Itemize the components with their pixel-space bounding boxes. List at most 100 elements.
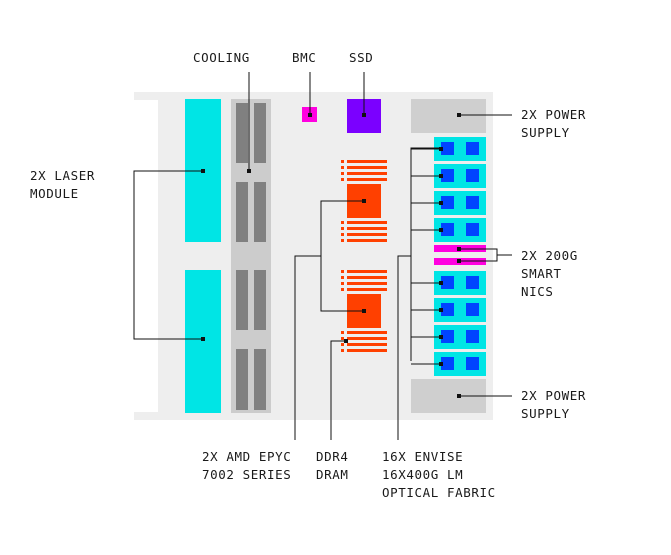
- envise-chip: [466, 223, 479, 236]
- leader-dot: [457, 247, 461, 251]
- leader-cpu-2: [320, 256, 364, 312]
- envise-chip: [441, 357, 454, 370]
- dram-stripe: [347, 227, 387, 230]
- dram-stripe-tick: [341, 221, 344, 224]
- envise-chip: [441, 142, 454, 155]
- fan: [236, 182, 248, 242]
- dram-stripe: [347, 239, 387, 242]
- leader-dot: [201, 169, 205, 173]
- leader-dot: [362, 113, 366, 117]
- fan: [254, 182, 266, 242]
- leader-dot: [439, 174, 443, 178]
- dram-stripe: [347, 349, 387, 352]
- label-cooling: COOLING: [193, 50, 250, 65]
- dram-stack-2: [341, 221, 387, 242]
- dram-stripe: [347, 160, 387, 163]
- fan: [254, 270, 266, 330]
- dram-stripe: [347, 288, 387, 291]
- dram-stripe: [347, 337, 387, 340]
- dram-stripe-tick: [341, 270, 344, 273]
- fan: [254, 103, 266, 163]
- cooling-fans: [236, 103, 266, 410]
- dram-stripe: [347, 343, 387, 346]
- envise-chip: [466, 357, 479, 370]
- dram-stack-4: [341, 331, 387, 352]
- leader-dots: [201, 113, 461, 398]
- leader-ddr: [330, 340, 346, 440]
- dram-stripe-tick: [341, 349, 344, 352]
- dram-stripe-tick: [341, 227, 344, 230]
- leader-dot: [439, 147, 443, 151]
- leader-dot: [439, 308, 443, 312]
- leader-dot: [344, 339, 348, 343]
- laser-module-bottom: [185, 270, 221, 413]
- envise-chip: [466, 303, 479, 316]
- leader-dot: [439, 335, 443, 339]
- dram-stack-3: [341, 270, 387, 291]
- leader-dot: [439, 362, 443, 366]
- leader-laser: [133, 170, 203, 340]
- label-ssd: SSD: [349, 50, 374, 65]
- dram-stripe: [347, 331, 387, 334]
- power-supply-top: [411, 99, 486, 133]
- dram-stack-1: [341, 160, 387, 181]
- dram-stripe: [347, 276, 387, 279]
- dram-stripe: [347, 282, 387, 285]
- dram-stripe-tick: [341, 288, 344, 291]
- leader-fabric: [397, 255, 411, 440]
- dram-stripe-tick: [341, 276, 344, 279]
- leader-dot: [439, 201, 443, 205]
- leader-dot: [439, 228, 443, 232]
- dram-stripe: [347, 178, 387, 181]
- leader-dot: [457, 113, 461, 117]
- leader-dot: [308, 113, 312, 117]
- dram-stripe-tick: [341, 282, 344, 285]
- envise-chip: [441, 303, 454, 316]
- envise-chip: [466, 276, 479, 289]
- fan: [236, 349, 248, 410]
- leader-dot: [362, 309, 366, 313]
- dram-stripe-tick: [341, 233, 344, 236]
- envise-chip: [466, 142, 479, 155]
- dram-stripe-tick: [341, 172, 344, 175]
- leader-dot: [457, 259, 461, 263]
- leader-fabric-top: [410, 147, 441, 361]
- label-bmc: BMC: [292, 50, 317, 65]
- envise-chip: [441, 330, 454, 343]
- envise-chip: [441, 196, 454, 209]
- dram-stripe-tick: [341, 239, 344, 242]
- envise-chip: [441, 276, 454, 289]
- dram-stripe-tick: [341, 160, 344, 163]
- leader-dot: [457, 394, 461, 398]
- envise-chip: [441, 223, 454, 236]
- envise-chip: [466, 196, 479, 209]
- dram-stripe-tick: [341, 166, 344, 169]
- leader-dot: [201, 337, 205, 341]
- leader-lines: [133, 72, 512, 440]
- envise-chip: [441, 169, 454, 182]
- envise-chip: [466, 169, 479, 182]
- dram-stripe: [347, 172, 387, 175]
- dram-stripe: [347, 166, 387, 169]
- dram-stripe-tick: [341, 343, 344, 346]
- leader-dot: [439, 281, 443, 285]
- dram-stripe: [347, 221, 387, 224]
- fan: [254, 349, 266, 410]
- envise-chip: [466, 330, 479, 343]
- fan: [236, 103, 248, 163]
- dram-stripe: [347, 233, 387, 236]
- dram-stripe: [347, 270, 387, 273]
- leader-dot: [247, 169, 251, 173]
- fan: [236, 270, 248, 330]
- leader-dot: [362, 199, 366, 203]
- dram-stripe-tick: [341, 331, 344, 334]
- dram-stripe-tick: [341, 178, 344, 181]
